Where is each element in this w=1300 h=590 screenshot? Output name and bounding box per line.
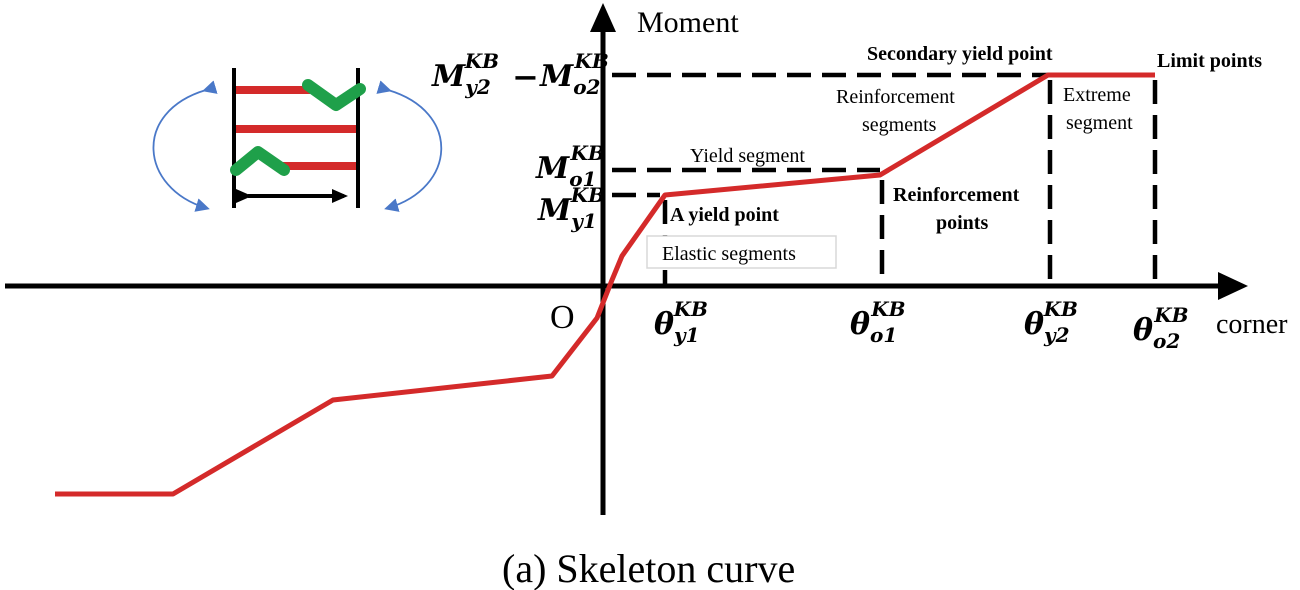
y-axis-label: Moment: [637, 6, 739, 39]
m-o1-base: M: [535, 151, 570, 186]
m-o1-label: Mo1KB: [535, 141, 605, 191]
secondary-yield-point-label: Secondary yield point: [867, 43, 1053, 65]
reinforcement-points-label-1: Reinforcement: [893, 184, 1020, 206]
theta-o1-sup: KB: [870, 297, 905, 321]
limit-points-label: Limit points: [1157, 50, 1262, 72]
m-y2-label: My2KB: [431, 49, 499, 99]
theta-y1-label: θy1KB: [654, 297, 708, 347]
theta-y1-sub: y1: [673, 323, 700, 347]
annotations: Secondary yield point Limit points Reinf…: [646, 43, 1262, 269]
x-axis-arrowhead: [1218, 272, 1248, 300]
theta-o2-base: θ: [1133, 313, 1153, 348]
theta-y2-base: θ: [1024, 307, 1044, 342]
moment-labels: My2KB − Mo2KB Mo1KB My1KB: [431, 49, 609, 233]
m-o2-sup: KB: [573, 49, 608, 73]
x-axis-label: corner: [1216, 309, 1288, 340]
right-rotation-arrow: [376, 80, 443, 212]
m-y1-label: My1KB: [537, 183, 605, 233]
angle-labels: θy1KB θo1KB θy2KB θo2KB: [654, 297, 1189, 353]
reinforcement-segments-label-1: Reinforcement: [836, 86, 955, 108]
skeleton-curve: [55, 72, 1155, 497]
y-axis-arrowhead: [590, 3, 616, 32]
m-y1-sup: KB: [570, 183, 605, 207]
theta-o1-label: θo1KB: [850, 297, 906, 347]
origin-label: O: [550, 299, 575, 336]
m-y1-sub: y1: [570, 209, 597, 233]
m-y2-sub: y2: [464, 75, 491, 99]
m-o2-label: Mo2KB: [539, 49, 609, 99]
theta-y1-sup: KB: [673, 297, 708, 321]
top-plastic-hinge: [302, 79, 366, 111]
theta-y1-base: θ: [654, 307, 674, 342]
axes: [5, 3, 1248, 515]
m-y2-base: M: [431, 59, 466, 94]
elastic-segments-box: [646, 235, 837, 269]
bottom-plastic-hinge: [230, 146, 290, 176]
left-rotation-arrow: [152, 80, 218, 212]
a-yield-point-label: A yield point: [670, 204, 779, 226]
yield-segment-label: Yield segment: [690, 145, 805, 167]
m-y2-sup: KB: [464, 49, 499, 73]
m-y1-base: M: [537, 193, 572, 228]
m-o2-sub: o2: [573, 75, 600, 99]
member-schematic: [152, 68, 443, 212]
extreme-segment-label-2: segment: [1066, 112, 1133, 134]
reinforcement-segments-label-2: segments: [862, 114, 937, 136]
m-o1-sub: o1: [569, 167, 596, 191]
theta-y2-sub: y2: [1043, 323, 1070, 347]
theta-y2-label: θy2KB: [1024, 297, 1078, 347]
elastic-segments-label: Elastic segments: [662, 243, 796, 265]
figure-caption: (a) Skeleton curve: [502, 546, 795, 590]
theta-o1-sub: o1: [870, 323, 897, 347]
theta-o2-label: θo2KB: [1133, 303, 1189, 353]
minus-sign: −: [512, 58, 539, 96]
m-o1-sup: KB: [569, 141, 604, 165]
theta-o2-sup: KB: [1153, 303, 1188, 327]
theta-o1-base: θ: [850, 307, 870, 342]
theta-o2-sub: o2: [1153, 329, 1180, 353]
reinforcement-points-label-2: points: [936, 212, 988, 234]
theta-y2-sup: KB: [1043, 297, 1078, 321]
m-o2-base: M: [539, 59, 574, 94]
extreme-segment-label-1: Extreme: [1063, 84, 1131, 106]
